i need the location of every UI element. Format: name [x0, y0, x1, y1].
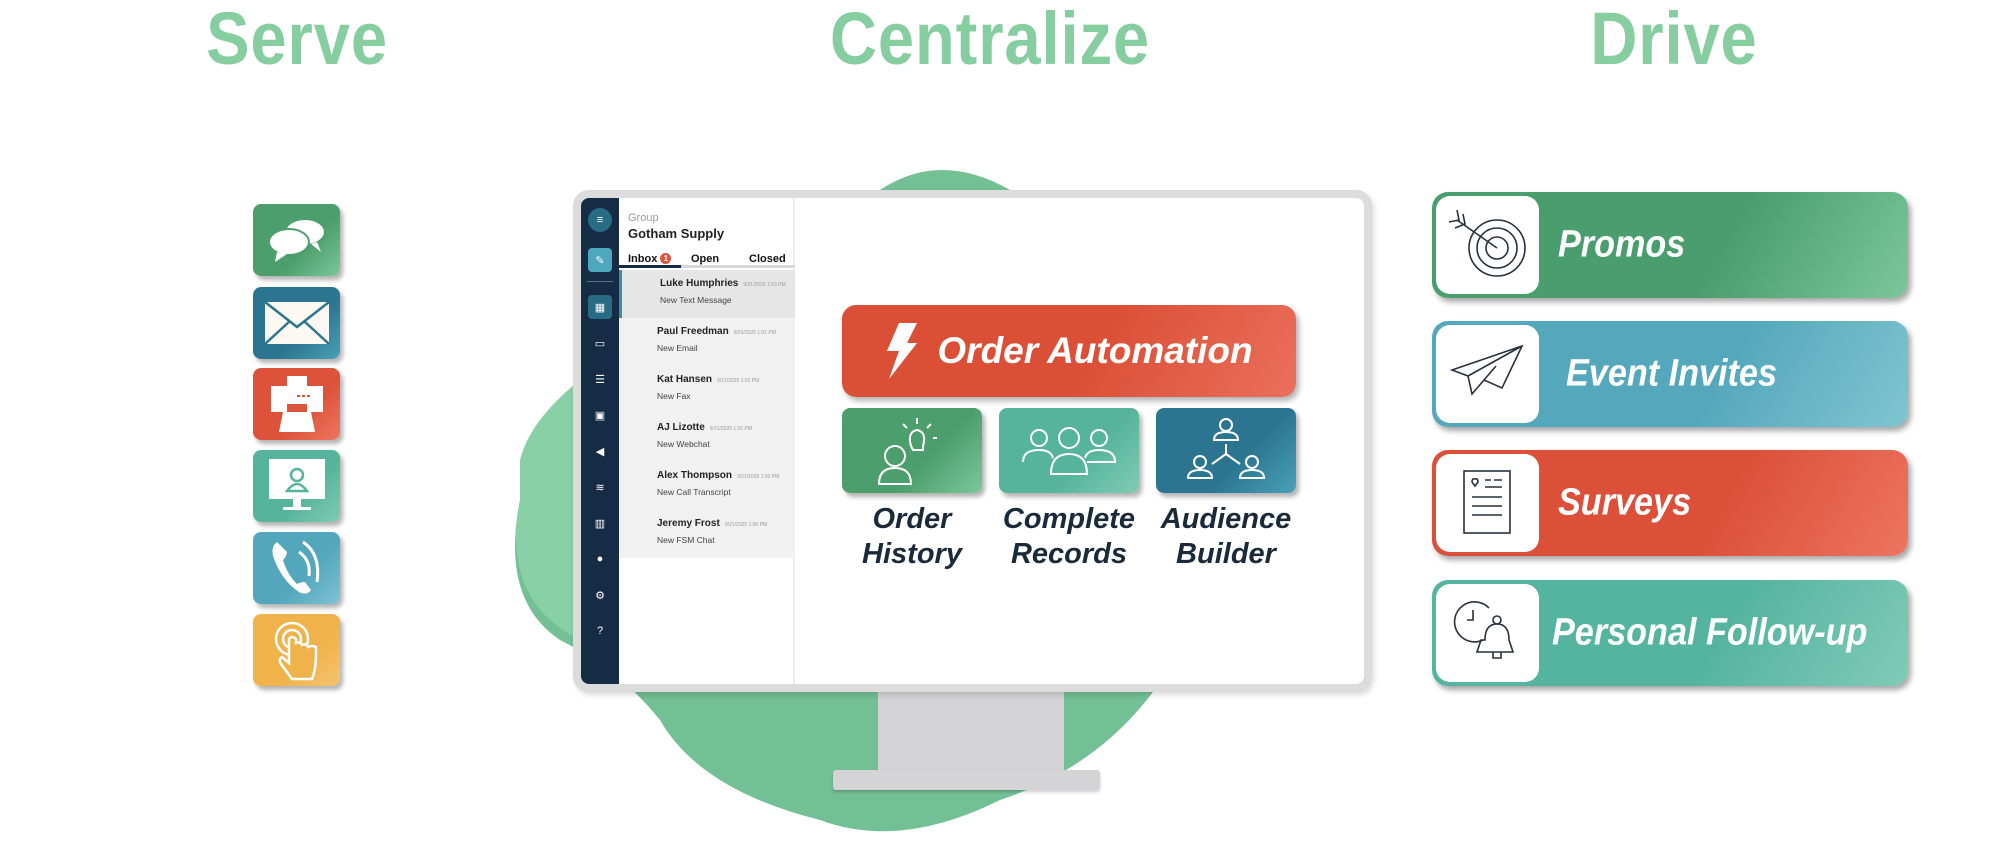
list-item[interactable]: AJ Lizotte 9/21/2025 1:01 PM New Webchat: [619, 414, 795, 462]
tab-label: Inbox: [628, 253, 658, 265]
message-type: New Fax: [657, 391, 691, 401]
card-label: Event Invites: [1566, 352, 1777, 395]
contact-name: Jeremy Frost: [657, 518, 720, 529]
order-history-tile: [842, 408, 982, 493]
compose-icon[interactable]: ✎: [588, 248, 612, 272]
message-type: New Webchat: [657, 439, 710, 449]
serve-title: Serve: [206, 0, 388, 80]
phone-icon: [253, 532, 340, 604]
label-line: Records: [1010, 538, 1128, 570]
contacts-icon[interactable]: ▣: [594, 409, 606, 422]
dashboard-icon[interactable]: ▦: [588, 295, 612, 319]
surveys-card: Surveys: [1432, 450, 1908, 556]
contact-name: AJ Lizotte: [657, 422, 705, 433]
timestamp: 9/21/2025 1:01 PM: [709, 426, 753, 432]
promos-card: Promos: [1432, 192, 1908, 298]
megaphone-icon[interactable]: ◀: [595, 445, 605, 458]
clock-bell-icon: [1453, 601, 1514, 659]
gear-icon[interactable]: ⚙: [595, 589, 605, 602]
contact-name: Alex Thompson: [657, 470, 733, 481]
target-icon: [1448, 210, 1526, 277]
complete-records-tile: [999, 408, 1139, 493]
tasks-icon[interactable]: ☰: [595, 373, 605, 386]
help-icon[interactable]: ?: [596, 625, 604, 637]
card-label: Personal Follow-up: [1552, 611, 1868, 654]
tab-indicator: [619, 265, 795, 268]
timestamp: 9/21/2025 1:01 PM: [733, 330, 776, 336]
paper-plane-icon: [1449, 344, 1524, 396]
personal-follow-up-card: Personal Follow-up: [1432, 580, 1908, 686]
card-label: Promos: [1558, 223, 1686, 266]
conversation-list: Luke Humphries 9/21/2025 1:03 PM New Text …: [619, 270, 795, 558]
list-item[interactable]: Kat Hansen 9/21/2025 1:01 PM New Fax: [619, 366, 795, 414]
list-item[interactable]: Paul Freedman 9/21/2025 1:01 PM New Email: [619, 318, 795, 366]
webchat-monitor-icon: [253, 450, 340, 522]
automation-label: Order Automation: [937, 330, 1253, 371]
card-label: Surveys: [1558, 481, 1692, 524]
message-type: New FSM Chat: [657, 535, 715, 545]
timestamp: 9/21/2025 1:03 PM: [743, 282, 786, 288]
app-sidebar: ≡ ✎ ▦ ▭ ☰ ▣ ◀ ≋ ▥ ● ⚙ ?: [581, 198, 619, 684]
tab-open[interactable]: Open: [691, 253, 720, 265]
contact-name: Paul Freedman: [657, 326, 729, 337]
search-icon[interactable]: ●: [596, 553, 604, 565]
list-item[interactable]: Alex Thompson 9/21/2025 1:00 PM New Call T…: [619, 462, 795, 510]
timestamp: 9/21/2025 1:01 PM: [717, 378, 760, 384]
label-line: Builder: [1176, 538, 1276, 570]
timestamp: 9/21/2025 1:00 PM: [737, 474, 780, 480]
label-line: Order: [872, 503, 952, 535]
contact-name: Kat Hansen: [657, 374, 713, 385]
network-people-icon: [1186, 417, 1266, 479]
label-line: History: [862, 538, 962, 570]
message-type: New Email: [657, 343, 698, 353]
group-icon: [1022, 426, 1117, 475]
monitor-stand: [878, 692, 1064, 772]
tab-closed[interactable]: Closed: [749, 253, 786, 265]
message-type: New Call Transcript: [657, 487, 731, 497]
message-type: New Text Message: [660, 295, 732, 305]
group-name: Gotham Supply: [628, 226, 725, 241]
event-invites-card: Event Invites: [1432, 321, 1908, 427]
menu-icon[interactable]: ≡: [588, 208, 612, 232]
lightning-icon: [887, 323, 918, 379]
group-label: Group: [628, 212, 659, 224]
survey-form-icon: [1462, 470, 1511, 534]
contact-name: Luke Humphries: [660, 278, 739, 289]
monitor-base: [833, 770, 1100, 790]
label-line: Audience: [1160, 503, 1292, 535]
label-line: Complete: [1002, 503, 1136, 535]
envelope-icon: [253, 287, 340, 359]
fax-icon: [253, 368, 340, 440]
unread-badge: 1: [660, 253, 672, 264]
audience-builder-tile: [1156, 408, 1296, 493]
inbox-icon[interactable]: ▭: [594, 337, 606, 350]
list-item[interactable]: Luke Humphries 9/21/2025 1:03 PM New Text …: [619, 270, 795, 318]
tap-icon: [253, 614, 340, 686]
drive-title: Drive: [1590, 0, 1758, 80]
list-item[interactable]: Jeremy Frost 9/21/2025 1:00 PM New FSM Cha…: [619, 510, 795, 558]
order-automation-banner: Order Automation: [842, 305, 1296, 397]
broadcast-icon[interactable]: ≋: [595, 481, 605, 494]
reports-icon[interactable]: ▥: [594, 517, 606, 530]
person-idea-icon: [877, 417, 937, 485]
centralize-title: Centralize: [829, 0, 1151, 80]
timestamp: 9/21/2025 1:00 PM: [724, 522, 768, 528]
chat-bubbles-icon: [253, 204, 340, 276]
